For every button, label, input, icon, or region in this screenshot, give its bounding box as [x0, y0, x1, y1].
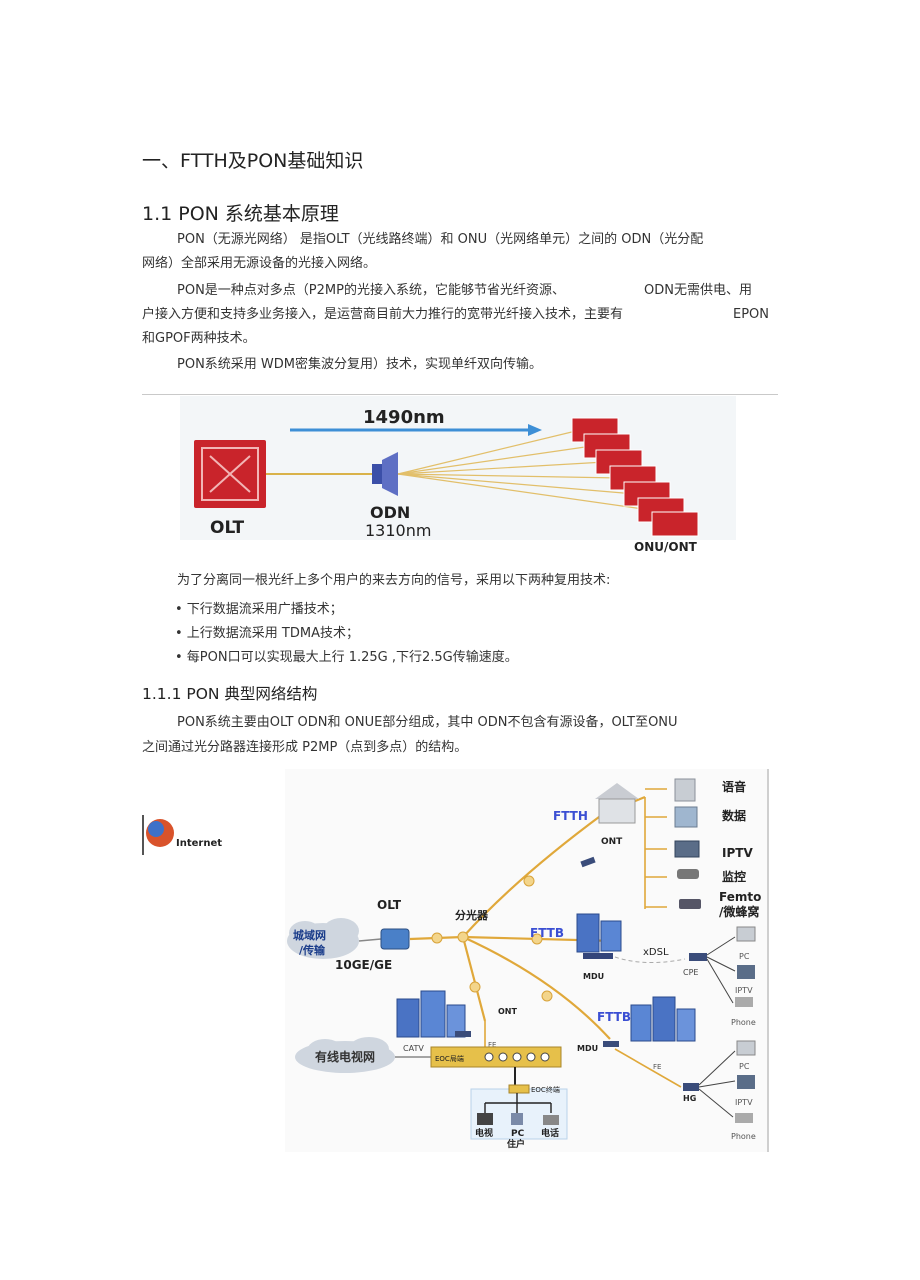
paragraph-1-line-1: PON（无源光网络） 是指OLT（光线路终端）和 ONU（光网络单元）之间的 O…	[177, 232, 704, 247]
hg-label: HG	[683, 1094, 696, 1103]
olt-label: OLT	[377, 898, 402, 912]
ftth-label: FTTH	[553, 809, 588, 823]
olt-device-icon	[380, 928, 410, 950]
bullet-item: • 上行数据流采用 TDMA技术；	[175, 626, 359, 641]
ont-label: ONT	[601, 837, 623, 847]
mdu-label: MDU	[577, 1044, 598, 1053]
ont-device-icon	[455, 1031, 471, 1037]
odn-label: ODN	[370, 503, 410, 522]
divider	[142, 394, 778, 395]
service-label: Femto	[719, 890, 761, 904]
device-label: IPTV	[735, 1098, 753, 1107]
cpe-device-links	[706, 936, 736, 1004]
home-label: 住户	[507, 1138, 525, 1150]
internet-label: Internet	[176, 838, 222, 849]
eoc-port-icons	[484, 1052, 550, 1062]
eoc-terminal-label: EOC终端	[531, 1085, 560, 1094]
device-label: Phone	[731, 1132, 756, 1141]
paragraph-2-line-1b: ODN无需供电、用	[644, 283, 752, 298]
service-label: 语音	[722, 779, 746, 794]
eoc-terminal-icon	[508, 1084, 530, 1094]
service-label: 监控	[722, 869, 746, 884]
multiplex-intro: 为了分离同一根光纤上多个用户的来去方向的信号，采用以下两种复用技术:	[177, 573, 611, 588]
odn-splitter-icon	[372, 452, 398, 496]
section-heading: 一、FTTH及PON基础知识	[142, 150, 364, 172]
subsubsection-heading: 1.1.1 PON 典型网络结构	[142, 685, 318, 703]
paragraph-4-line-2: 之间通过光分路器连接形成 P2MP（点到多点）的结构。	[142, 740, 468, 755]
onu-label: ONU/ONT	[634, 540, 698, 554]
pon-principle-diagram: 1490nm OLT ODN 1310nm ONU/ONT	[180, 396, 736, 554]
eoc-head-box	[430, 1046, 562, 1068]
fttb-label: FTTB	[597, 1010, 631, 1024]
paragraph-1-line-2: 网络）全部采用无源设备的光接入网络。	[142, 256, 377, 271]
eoc-head-label: EOC局端	[435, 1054, 464, 1063]
hg-device-links	[698, 1050, 736, 1118]
device-label: PC	[739, 1062, 750, 1071]
fttb-building-icon	[630, 996, 696, 1042]
pon-network-diagram: 语音 数据 IPTV 监控 Femto /微蜂窝 FTTH ONT 城域网 /传…	[285, 769, 769, 1152]
home-links	[484, 1093, 552, 1113]
ftth-house-icon	[595, 783, 639, 824]
paragraph-2-line-1a: PON是一种点对多点（P2MP的光接入系统，它能够节省光纤资源、	[177, 283, 565, 298]
home-device-label: PC	[511, 1129, 525, 1139]
olt-label: OLT	[210, 518, 244, 538]
fttb-device-icons-1	[735, 926, 756, 1007]
cable-tv-label: 有线电视网	[315, 1049, 375, 1064]
downstream-arrowhead	[528, 424, 542, 436]
fttb-building-icon	[576, 913, 622, 959]
xdsl-label: xDSL	[643, 947, 669, 958]
metro-label-2: /传输	[299, 943, 326, 957]
ont-building-icon	[396, 990, 466, 1038]
paragraph-2-line-2a: 户接入方便和支持多业务接入，是运营商目前大力推行的宽带光纤接入技术，主要有	[142, 307, 624, 322]
home-device-label: 电视	[475, 1127, 493, 1139]
cpe-label: CPE	[683, 968, 698, 977]
mdu-label: MDU	[583, 972, 604, 981]
paragraph-3: PON系统采用 WDM密集波分复用）技术，实现单纤双向传输。	[177, 357, 543, 372]
splitter-label: 分光器	[455, 908, 489, 922]
service-label: /微蜂窝	[719, 904, 759, 919]
mdu-device-icon	[603, 1041, 619, 1047]
service-label: IPTV	[722, 846, 753, 860]
ont-device-icon	[580, 856, 596, 868]
service-branches	[644, 788, 667, 909]
fttb-label: FTTB	[530, 926, 564, 940]
metro-label: 城域网	[293, 928, 326, 942]
onu-stack-icon	[571, 417, 699, 537]
catv-label: CATV	[403, 1044, 424, 1053]
device-label: Phone	[731, 1018, 756, 1027]
olt-port-label: 10GE/GE	[335, 958, 392, 972]
device-label: PC	[739, 952, 750, 961]
cpe-device-icon	[689, 953, 707, 961]
service-device-icons	[674, 778, 701, 909]
paragraph-4-line-1: PON系统主要由OLT ODN和 ONUE部分组成，其中 ODN不包含有源设备，…	[177, 715, 678, 730]
splitter-nodes	[431, 875, 553, 1002]
fttb-device-icons-2	[735, 1040, 756, 1123]
home-device-icons	[477, 1113, 559, 1125]
hg-device-icon	[683, 1083, 699, 1091]
ont-label: ONT	[498, 1007, 517, 1016]
paragraph-2-line-3: 和GPOF两种技术。	[142, 331, 256, 346]
device-label: IPTV	[735, 986, 753, 995]
fe-label: FE	[653, 1063, 661, 1071]
bullet-item: • 每PON口可以实现最大上行 1.25G ,下行2.5G传输速度。	[175, 650, 518, 665]
downstream-label: 1490nm	[363, 407, 445, 428]
home-device-label: 电话	[541, 1127, 559, 1139]
internet-icon: Internet	[142, 815, 222, 855]
olt-icon	[194, 440, 266, 508]
fe-label: FE	[488, 1041, 496, 1049]
upstream-label: 1310nm	[365, 521, 431, 540]
service-label: 数据	[722, 808, 746, 823]
paragraph-2-line-2b: EPON	[733, 307, 770, 322]
bullet-item: • 下行数据流采用广播技术；	[175, 602, 343, 617]
cable-tv-cloud-icon	[295, 1037, 395, 1073]
subsection-heading: 1.1 PON 系统基本原理	[142, 203, 339, 225]
metro-cloud-icon	[287, 918, 359, 959]
fiber-fanout	[397, 429, 651, 511]
